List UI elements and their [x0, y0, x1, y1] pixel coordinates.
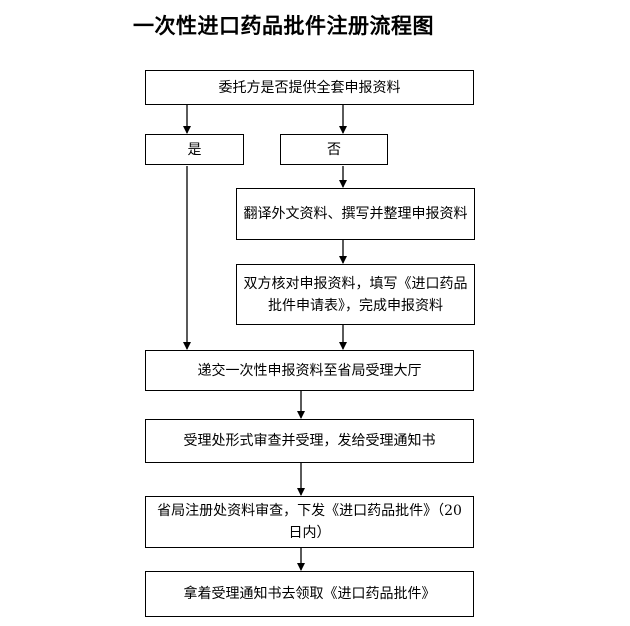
step-accept: 受理处形式审查并受理，发给受理通知书 [145, 419, 474, 463]
branch-yes: 是 [145, 134, 244, 165]
branch-no-text: 否 [327, 141, 341, 158]
step-translate: 翻译外文资料、撰写并整理申报资料 [236, 188, 475, 240]
step-collect: 拿着受理通知书去领取《进口药品批件》 [145, 571, 474, 617]
diagram-title: 一次性进口药品批件注册流程图 [133, 14, 434, 38]
step-collect-text: 拿着受理通知书去领取《进口药品批件》 [183, 586, 436, 602]
step-start: 委托方是否提供全套申报资料 [145, 70, 474, 105]
step-submit: 递交一次性申报资料至省局受理大厅 [145, 350, 474, 391]
step-translate-text: 翻译外文资料、撰写并整理申报资料 [243, 206, 468, 222]
step-submit-text: 递交一次性申报资料至省局受理大厅 [197, 362, 422, 379]
branch-yes-text: 是 [187, 141, 202, 158]
step-review: 省局注册处资料审查，下发《进口药品批件》（20日内） [145, 496, 474, 548]
step-review-text: 省局注册处资料审查，下发《进口药品批件》（20日内） [157, 503, 462, 541]
branch-no: 否 [280, 134, 388, 165]
step-start-text: 委托方是否提供全套申报资料 [218, 79, 401, 96]
step-verify: 双方核对申报资料，填写《进口药品批件申请表》，完成申报资料 [236, 264, 475, 325]
step-verify-text: 双方核对申报资料，填写《进口药品批件申请表》，完成申报资料 [243, 275, 468, 314]
step-accept-text: 受理处形式审查并受理，发给受理通知书 [183, 433, 436, 449]
